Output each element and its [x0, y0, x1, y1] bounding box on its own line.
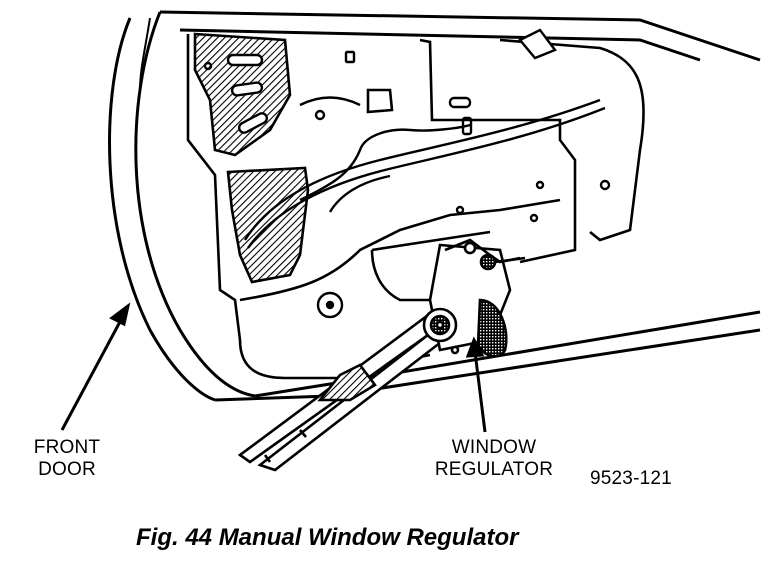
- panel-holes: [203, 50, 611, 319]
- figure-caption: Fig. 44 Manual Window Regulator: [136, 524, 519, 551]
- cables: [243, 98, 606, 249]
- top-tab: [518, 28, 557, 60]
- front-door-line1: FRONT: [33, 437, 101, 458]
- window-regulator-label: WINDOW REGULATOR: [430, 437, 558, 481]
- window-regulator-line2: REGULATOR: [434, 459, 554, 480]
- regulator-arm: [237, 293, 483, 472]
- door-shell: [108, 10, 761, 402]
- window-regulator-line1: WINDOW: [451, 437, 537, 458]
- inner-panel: [186, 34, 645, 380]
- leader-lines: [60, 302, 487, 433]
- front-door-line2: DOOR: [38, 459, 96, 480]
- figure-number: 9523-121: [590, 468, 672, 489]
- regulator-mechanism: [422, 238, 526, 358]
- bracket-slots: [226, 53, 269, 134]
- front-door-label: FRONT DOOR: [22, 437, 112, 481]
